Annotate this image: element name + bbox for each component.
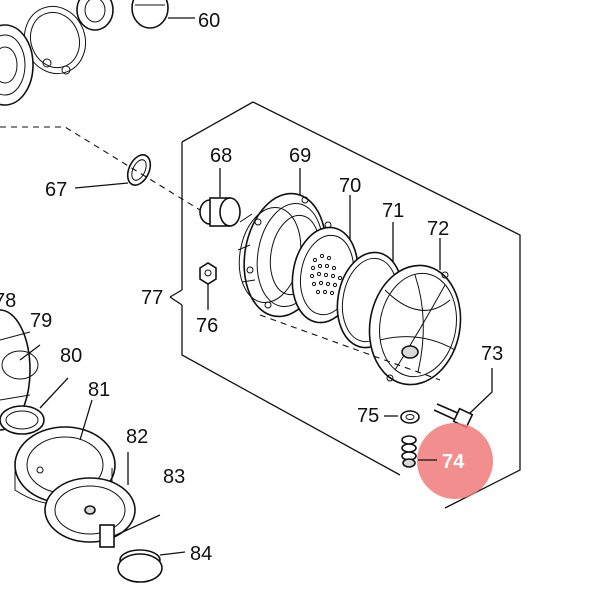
callout-74[interactable]: 74 xyxy=(442,451,465,473)
callout-83[interactable]: 83 xyxy=(163,466,185,488)
callout-67[interactable]: 67 xyxy=(45,179,67,201)
callout-71[interactable]: 71 xyxy=(382,200,404,222)
part-72-cover xyxy=(368,238,462,386)
callout-79[interactable]: 79 xyxy=(30,310,52,332)
callout-80[interactable]: 80 xyxy=(60,345,82,367)
part-73-bolt xyxy=(433,368,493,429)
callout-77[interactable]: 77 xyxy=(141,287,163,309)
callout-76[interactable]: 76 xyxy=(196,315,218,337)
callout-72[interactable]: 72 xyxy=(427,218,449,240)
top-left-assembly xyxy=(0,0,195,106)
callout-68[interactable]: 68 xyxy=(210,145,232,167)
callout-73[interactable]: 73 xyxy=(481,343,503,365)
callout-69[interactable]: 69 xyxy=(289,145,311,167)
callout-60[interactable]: 60 xyxy=(198,10,220,32)
part-67-o-ring xyxy=(74,154,152,189)
highlight-circle-74 xyxy=(417,423,493,499)
part-75-washer xyxy=(384,410,420,424)
callout-82[interactable]: 82 xyxy=(126,426,148,448)
callout-84[interactable]: 84 xyxy=(190,543,212,565)
group-77-frame xyxy=(169,101,521,509)
callout-78[interactable]: 78 xyxy=(0,290,16,312)
part-68-fitting xyxy=(199,168,241,227)
callout-81[interactable]: 81 xyxy=(88,379,110,401)
callout-75[interactable]: 75 xyxy=(357,405,379,427)
callout-70[interactable]: 70 xyxy=(339,175,361,197)
axis-line-group xyxy=(259,314,441,381)
part-76-nut xyxy=(199,262,217,310)
part-74-stack xyxy=(401,435,437,468)
axis-line-top xyxy=(0,126,201,211)
lower-left-assembly xyxy=(0,309,186,583)
